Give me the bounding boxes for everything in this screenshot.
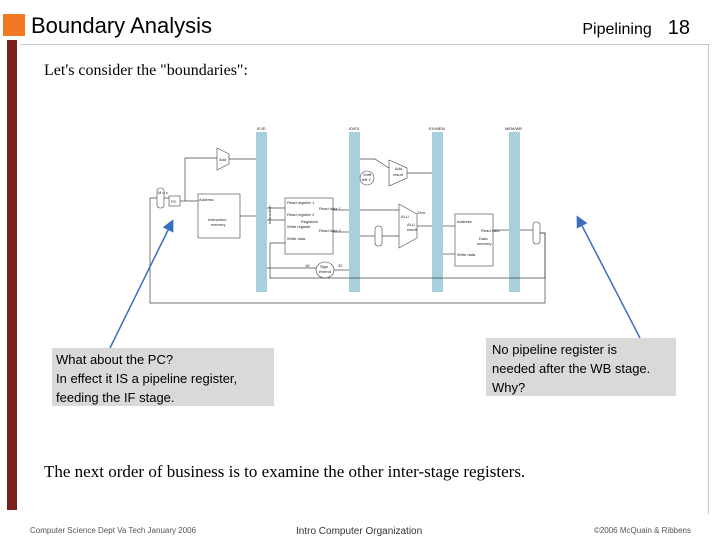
wb-mux: [532, 221, 541, 245]
header-divider: [20, 44, 710, 45]
right-border: [708, 44, 709, 514]
footer-center: Intro Computer Organization: [296, 526, 423, 537]
registers-title: Registers: [301, 219, 318, 224]
stage-label-mem-wb: MEM/WB: [505, 126, 522, 131]
footer-left: Computer Science Dept Va Tech January 20…: [30, 526, 197, 535]
sign-extend-label-2: extend: [319, 269, 331, 274]
footer-right: ©2006 McQuain & Ribbens: [593, 526, 691, 535]
register-file: [284, 197, 334, 255]
callout-pc-line-2: In effect it IS a pipeline register,: [56, 371, 238, 386]
callout-pc-line-1: What about the PC?: [56, 352, 174, 367]
next-topic-text: The next order of business is to examine…: [44, 462, 526, 481]
instruction-label: Instruction: [267, 206, 272, 224]
alu-result-label-1: ALU: [407, 222, 415, 227]
title-accent-square: [3, 14, 25, 36]
dm-port-address: Address: [457, 219, 472, 224]
slide-title: Boundary Analysis: [31, 13, 212, 38]
stage-label-ex-mem: EX/MEM: [429, 126, 445, 131]
section-name: Pipelining: [582, 21, 652, 38]
pc-mux-label: M u x: [158, 190, 168, 195]
callout-wb-line-3: Why?: [492, 380, 526, 395]
left-vertical-rule: [7, 40, 17, 510]
bit-label-16: 16: [305, 263, 310, 268]
pipeline-register-if-id: [256, 132, 267, 292]
reg-port-3: Write register: [287, 224, 311, 229]
callout-wb-line-1: No pipeline register is: [492, 342, 618, 357]
stage-label-if-id: IF/ID: [257, 126, 266, 131]
pipeline-register-id-ex: [349, 132, 360, 292]
pipeline-register-ex-mem: [432, 132, 443, 292]
alu-result-label-2: result: [407, 227, 418, 232]
pipeline-register-mem-wb: [509, 132, 520, 292]
stage-label-id-ex: ID/EX: [349, 126, 360, 131]
reg-port-4: Write data: [287, 236, 306, 241]
reg-output-2: Read data 2: [319, 228, 342, 233]
arrow-to-wb: [576, 215, 641, 339]
data-memory: [454, 213, 494, 267]
im-label-2: memory: [211, 222, 225, 227]
sign-extend-label-1: Sign: [320, 264, 328, 269]
alu-label: ALU: [401, 214, 409, 219]
dm-label-2: memory: [477, 241, 491, 246]
branch-adder: [388, 159, 408, 187]
reg-port-2: Read register 2: [287, 212, 315, 217]
dm-port-write: Write data: [457, 252, 476, 257]
alu-zero-label: Zero: [417, 210, 426, 215]
alu-src-mux: [374, 225, 383, 247]
pc-adder-label: Add: [219, 157, 226, 162]
pc-adder: [216, 147, 230, 171]
branch-adder-label-1: Add: [395, 166, 402, 171]
header-right: Pipelining 18: [582, 17, 690, 40]
intro-text: Let's consider the "boundaries":: [44, 62, 248, 79]
im-label-1: Instruction: [208, 217, 226, 222]
dm-port-read: Read data: [481, 228, 500, 233]
shift-label-2: left 2: [362, 177, 371, 182]
callout-pc-line-3: feeding the IF stage.: [56, 390, 175, 405]
reg-port-1: Read register 1: [287, 200, 315, 205]
alu: [398, 203, 418, 249]
im-address-label: Address: [199, 197, 214, 202]
bit-label-32: 32: [338, 263, 343, 268]
slide-number: 18: [667, 17, 690, 39]
callout-wb-line-2: needed after the WB stage.: [492, 361, 651, 376]
instruction-memory: [197, 193, 241, 239]
dm-label-1: Data: [479, 236, 488, 241]
callout-pc: What about the PC? In effect it IS a pip…: [52, 348, 274, 406]
shift-left-2: [359, 170, 375, 186]
pipeline-datapath-figure: IF/ID ID/EX EX/MEM MEM/WB M u x PC Addre…: [145, 118, 550, 308]
datapath-wires: [149, 157, 546, 304]
pc-label: PC: [171, 199, 177, 204]
callout-wb: No pipeline register is needed after the…: [486, 338, 676, 396]
shift-label-1: Shift: [363, 172, 372, 177]
branch-adder-label-2: result: [393, 172, 404, 177]
reg-output-1: Read data 1: [319, 206, 342, 211]
